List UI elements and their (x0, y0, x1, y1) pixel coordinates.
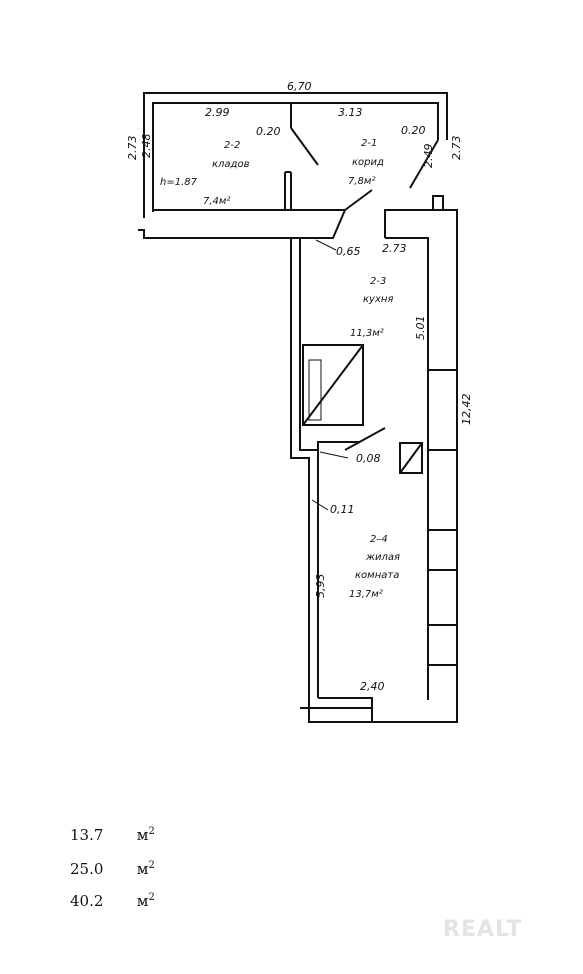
storage-area: 7,4м² (203, 196, 230, 207)
chimney (432, 195, 444, 211)
summary-exp: 2 (148, 826, 155, 837)
corridor-number: 2-1 (361, 138, 377, 149)
dim-corridor-width: 3.13 (338, 106, 363, 119)
dim-left-outer: 2.73 (126, 136, 139, 161)
dim-storage-width: 2.99 (205, 106, 230, 119)
living-name-2: комната (355, 570, 399, 581)
summary-value: 13.7 (70, 826, 104, 844)
living-number: 2–4 (370, 534, 388, 545)
dim-kitchen-height: 5.01 (414, 316, 427, 341)
door-swing-storage (290, 127, 319, 166)
dim-right-outer: 2.73 (450, 136, 463, 161)
dim-kitchen-top: 2.73 (382, 242, 407, 255)
dim-total-height: 12,42 (460, 394, 473, 426)
summary-unit: м (136, 826, 149, 844)
dim-room-height: 5,93 (314, 574, 327, 599)
dim-right-inner: 2.49 (422, 144, 435, 169)
corridor-name: корид (352, 157, 384, 168)
corridor-area: 7,8м² (348, 176, 375, 187)
kitchen-name: кухня (363, 294, 393, 305)
kitchen-area: 11,3м² (350, 328, 384, 339)
dim-door-storage: 0.20 (256, 125, 281, 138)
summary-value: 25.0 (70, 860, 104, 878)
bottom-wall (308, 698, 458, 723)
summary-exp: 2 (148, 892, 155, 903)
summary-exp: 2 (148, 860, 155, 871)
dim-door-corridor: 0.20 (401, 124, 426, 137)
summary-row-1: 13.7 м2 (70, 826, 155, 844)
summary-unit: м (136, 860, 149, 878)
storage-bottom-wall (138, 209, 347, 239)
door-swing-corridor (409, 139, 439, 189)
sink (399, 442, 423, 474)
kitchen-left-wall (290, 238, 310, 698)
summary-row-2: 25.0 м2 (70, 860, 155, 878)
dim-left-inner: 2.48 (140, 134, 153, 159)
upper-block-wall (143, 92, 448, 218)
dim-wall-065: 0,65 (336, 245, 361, 258)
living-name-1: жилая (365, 552, 400, 563)
living-area: 13,7м² (349, 589, 383, 600)
kitchen-living-partition (317, 441, 360, 450)
dim-wall-008: 0,08 (356, 452, 381, 465)
upper-block-inner-wall (152, 102, 439, 212)
dim-wall-011: 0,11 (330, 503, 355, 516)
summary-row-3: 40.2 м2 (70, 892, 155, 910)
storage-name: кладов (212, 159, 250, 170)
summary-value: 40.2 (70, 892, 104, 910)
right-outer-wall (384, 209, 458, 700)
dim-total-width: 6,70 (287, 80, 312, 93)
dim-room-width: 2,40 (360, 680, 385, 693)
watermark-logo: REALT (443, 917, 523, 942)
storage-number: 2-2 (224, 140, 240, 151)
storage-height: h=1.87 (160, 177, 198, 188)
summary-unit: м (136, 892, 149, 910)
stove (302, 344, 364, 426)
kitchen-number: 2-3 (370, 276, 386, 287)
